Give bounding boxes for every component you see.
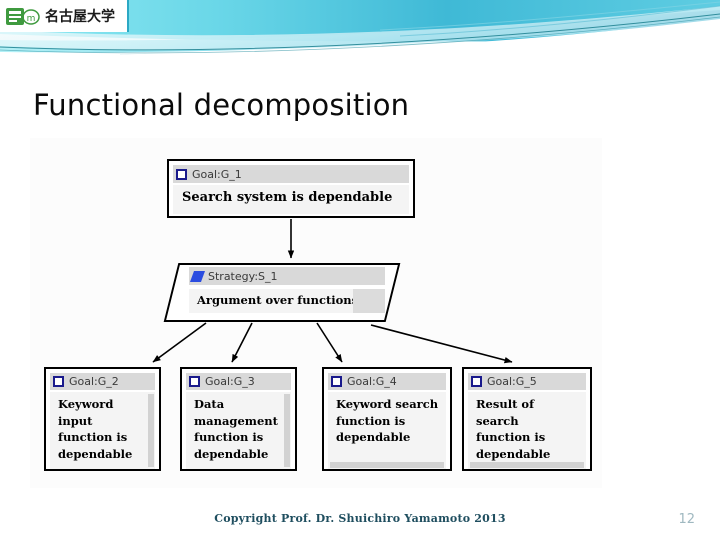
node-body: Keyword search function is dependable bbox=[328, 392, 446, 469]
svg-text:m: m bbox=[27, 14, 36, 24]
footer-copyright: Copyright Prof. Dr. Shuichiro Yamamoto 2… bbox=[214, 512, 506, 525]
node-body: Keyword input function is dependable bbox=[50, 392, 155, 469]
node-strategy-s1[interactable]: Strategy:S_1 Argument over functions bbox=[163, 263, 401, 322]
university-logo: m 名古屋大学 bbox=[0, 0, 129, 32]
node-header: Goal:G_5 bbox=[468, 373, 586, 390]
node-header: Goal:G_2 bbox=[50, 373, 155, 390]
header-decoration-band bbox=[0, 0, 720, 66]
node-header: Goal:G_3 bbox=[186, 373, 291, 390]
node-text: Keyword search function is dependable bbox=[336, 397, 439, 444]
node-id-label: Goal:G_4 bbox=[347, 375, 397, 388]
goal-square-icon bbox=[53, 376, 64, 387]
goal-square-icon bbox=[331, 376, 342, 387]
node-body: Data management function is dependable bbox=[186, 392, 291, 469]
node-text: Data management function is dependable bbox=[194, 397, 278, 461]
horizontal-scrollbar[interactable] bbox=[470, 462, 584, 468]
node-goal-g5[interactable]: Goal:G_5 Result of search function is de… bbox=[462, 367, 592, 471]
node-text: Result of search function is dependable bbox=[476, 397, 551, 461]
node-id-label: Goal:G_1 bbox=[192, 167, 242, 181]
node-id-label: Strategy:S_1 bbox=[208, 269, 278, 283]
node-header: Goal:G_1 bbox=[173, 165, 409, 183]
page-title: Functional decomposition bbox=[33, 88, 410, 122]
node-goal-g1[interactable]: Goal:G_1 Search system is dependable bbox=[167, 159, 415, 218]
goal-square-icon bbox=[176, 168, 187, 180]
node-body-filler bbox=[353, 289, 385, 313]
node-goal-g3[interactable]: Goal:G_3 Data management function is dep… bbox=[180, 367, 297, 471]
vertical-scrollbar[interactable] bbox=[148, 394, 154, 467]
university-logo-text: 名古屋大学 bbox=[45, 9, 115, 25]
node-text: Search system is dependable bbox=[182, 190, 393, 205]
vertical-scrollbar[interactable] bbox=[284, 394, 290, 467]
node-header: Strategy:S_1 bbox=[189, 267, 385, 285]
goal-square-icon bbox=[189, 376, 200, 387]
header-swoosh-graphic bbox=[0, 0, 720, 66]
strategy-content: Strategy:S_1 Argument over functions bbox=[189, 263, 385, 322]
node-body: Argument over functions bbox=[189, 289, 385, 313]
node-body: Result of search function is dependable bbox=[468, 392, 586, 469]
horizontal-scrollbar[interactable] bbox=[330, 462, 444, 468]
node-goal-g4[interactable]: Goal:G_4 Keyword search function is depe… bbox=[322, 367, 452, 471]
node-text: Keyword input function is dependable bbox=[58, 397, 133, 461]
page-number: 12 bbox=[678, 512, 695, 527]
node-id-label: Goal:G_2 bbox=[69, 375, 119, 388]
goal-square-icon bbox=[471, 376, 482, 387]
node-text: Argument over functions bbox=[197, 293, 359, 307]
node-id-label: Goal:G_5 bbox=[487, 375, 537, 388]
node-goal-g2[interactable]: Goal:G_2 Keyword input function is depen… bbox=[44, 367, 161, 471]
university-emblem-icon: m bbox=[6, 7, 40, 26]
node-body: Search system is dependable bbox=[173, 185, 409, 214]
strategy-parallelogram-icon bbox=[189, 270, 206, 282]
node-id-label: Goal:G_3 bbox=[205, 375, 255, 388]
node-header: Goal:G_4 bbox=[328, 373, 446, 390]
